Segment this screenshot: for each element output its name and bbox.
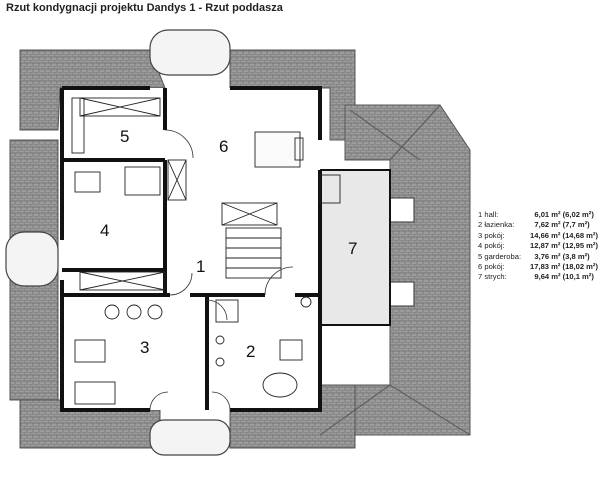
floor-rooms [62,88,320,410]
roof [5,29,471,456]
room-number-6: 6 [219,137,228,156]
plan-title: Rzut kondygnacji projektu Dandys 1 - Rzu… [6,2,283,14]
room-number-7: 7 [348,239,357,258]
attic-room [319,169,391,326]
legend-row: 2 łazienka:7,62 m² (7,7 m²) [478,220,590,230]
room-area-legend: 1 hall:6,01 m² (6,02 m²) 2 łazienka:7,62… [478,210,598,283]
room-number-1: 1 [196,257,205,276]
room-number-3: 3 [140,338,149,357]
legend-row: 4 pokój:12,87 m² (12,95 m²) [478,241,598,251]
room-number-4: 4 [100,221,109,240]
legend-row: 7 strych:9,64 m² (10,1 m²) [478,272,594,282]
furniture [71,97,341,405]
room-number-5: 5 [120,127,129,146]
legend-row: 1 hall:6,01 m² (6,02 m²) [478,210,594,219]
room-number-2: 2 [246,342,255,361]
legend-row: 5 garderoba:3,76 m² (3,8 m²) [478,251,590,261]
legend-row: 6 pokój:17,83 m² (18,02 m²) [478,261,598,271]
doors [149,129,294,411]
legend-row: 3 pokój:14,66 m² (14,68 m²) [478,230,598,240]
